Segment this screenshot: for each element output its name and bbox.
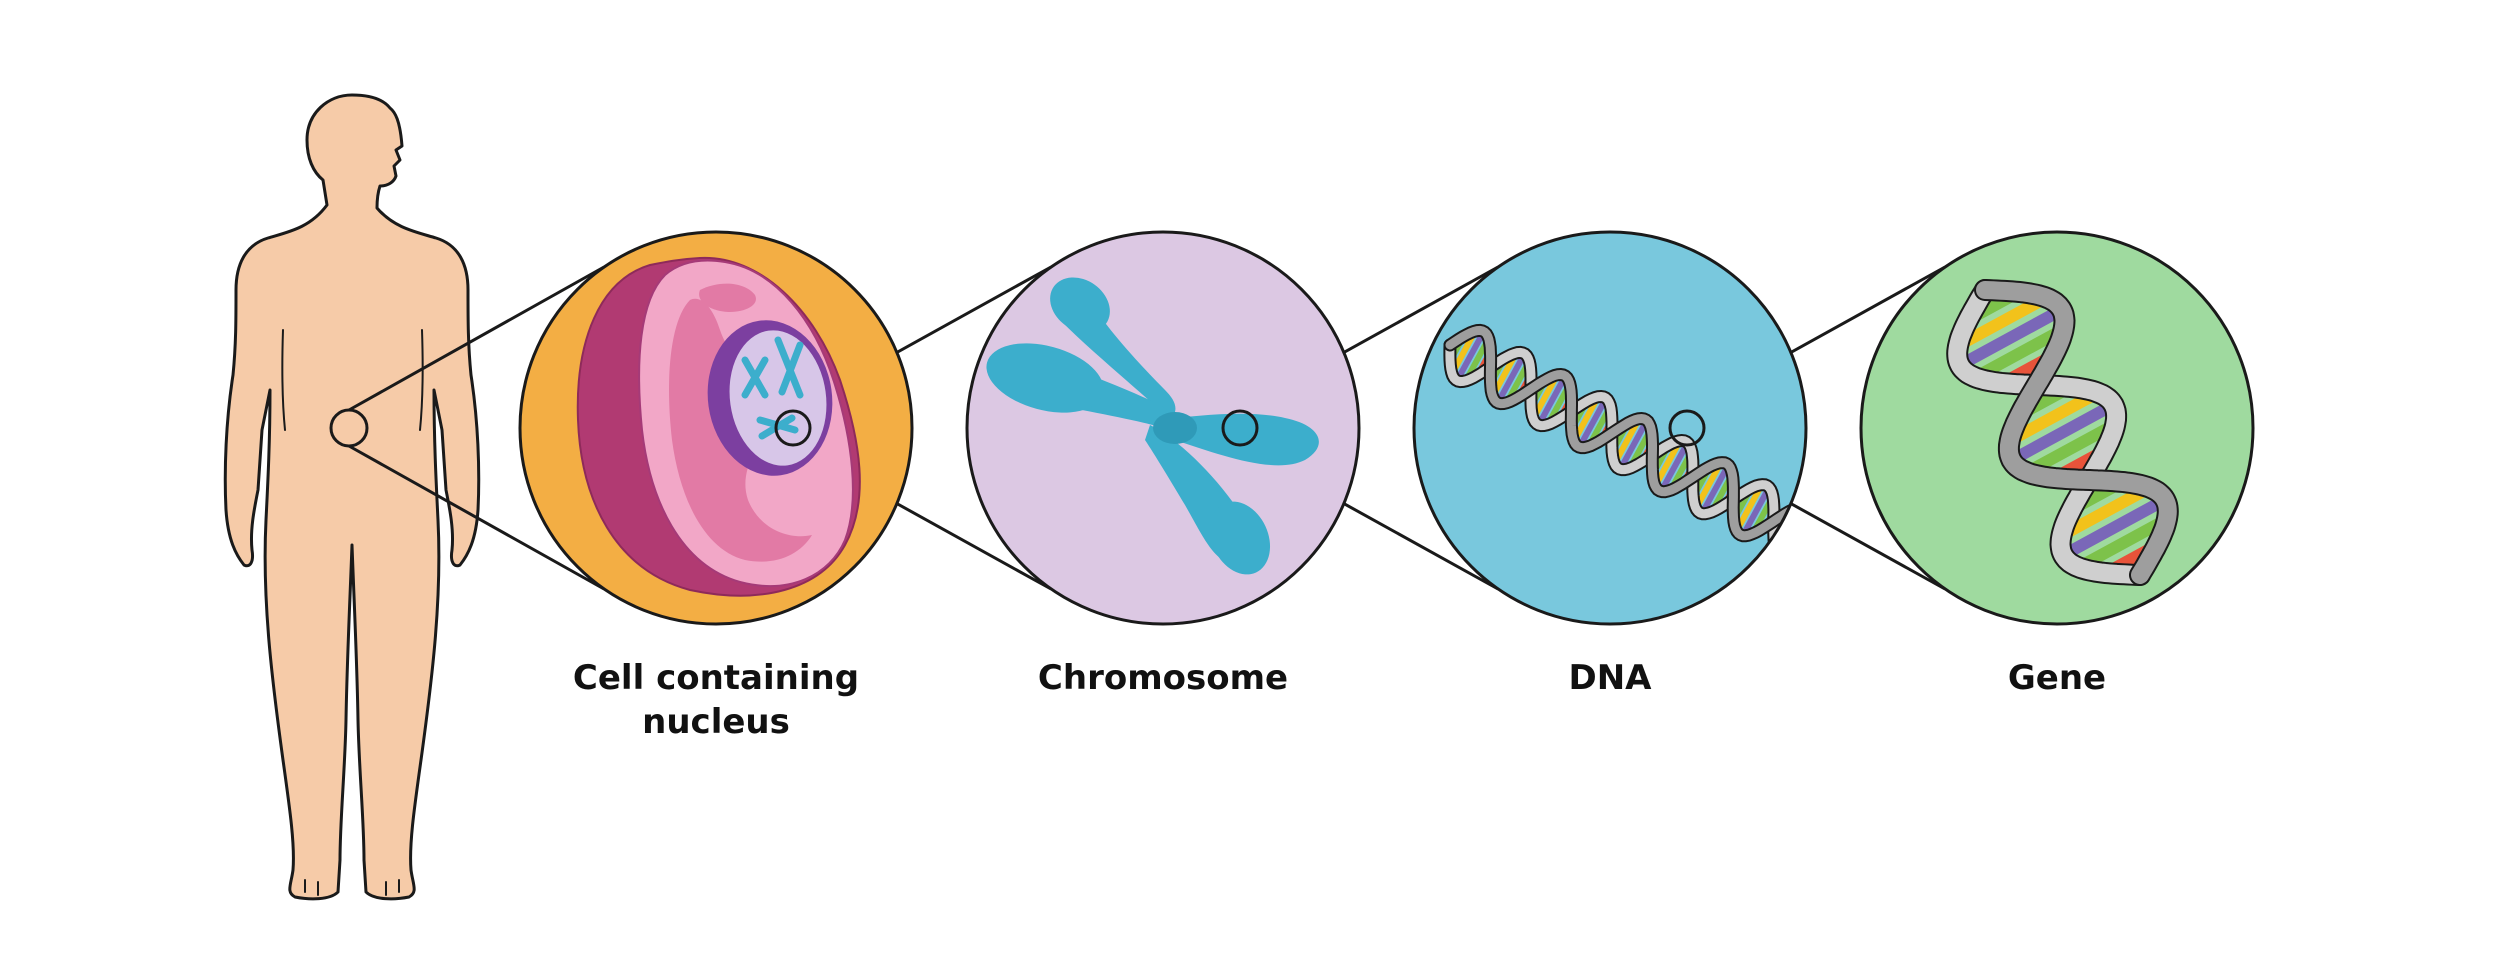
body-silhouette <box>223 93 481 901</box>
gene-base-pair <box>1953 303 2068 372</box>
dna-label: DNA <box>1568 658 1652 698</box>
gene-backbone <box>1976 281 2177 584</box>
dna-base-pair <box>1739 484 1773 539</box>
dna-base-pair <box>1658 439 1691 495</box>
cell-icon <box>518 230 914 626</box>
gene-base-pair <box>2057 493 2172 562</box>
gene-base-pair <box>2055 481 2156 542</box>
dna-base-pair <box>1698 462 1732 517</box>
dna-base-pair <box>1576 395 1610 451</box>
zoom-ring-cell <box>774 409 812 447</box>
zoom-ring-chromosome <box>1221 409 1259 447</box>
dna-backbone <box>1445 325 1806 541</box>
zoom-ring-dna <box>1668 409 1706 447</box>
cell-label-line-2: nucleus <box>642 702 790 742</box>
dna-base-pair <box>1454 328 1487 384</box>
dna-base-pair <box>1535 372 1569 429</box>
chromosome-label: Chromosome <box>1037 658 1289 698</box>
gene-label: Gene <box>2007 658 2107 698</box>
dna-helix-icon <box>1412 230 1808 626</box>
human-body-icon <box>223 93 481 901</box>
dna-base-pair <box>1494 350 1528 406</box>
gene-base-pair <box>2020 418 2122 479</box>
chromosome-icon <box>965 230 1361 626</box>
gene-base-pair <box>1952 291 2053 352</box>
gene-base-pair <box>2072 513 2173 574</box>
cell-label: Cell containing nucleus <box>516 656 916 744</box>
gene-backbone <box>1948 281 2149 584</box>
gene-base-pair <box>1969 323 2070 384</box>
cell-label-line-1: Cell containing <box>572 658 860 698</box>
gene-base-pair <box>2005 398 2120 467</box>
dna-base-pair <box>1617 417 1650 473</box>
gene-icon <box>1859 230 2255 626</box>
gene-base-pair <box>2003 386 2105 447</box>
